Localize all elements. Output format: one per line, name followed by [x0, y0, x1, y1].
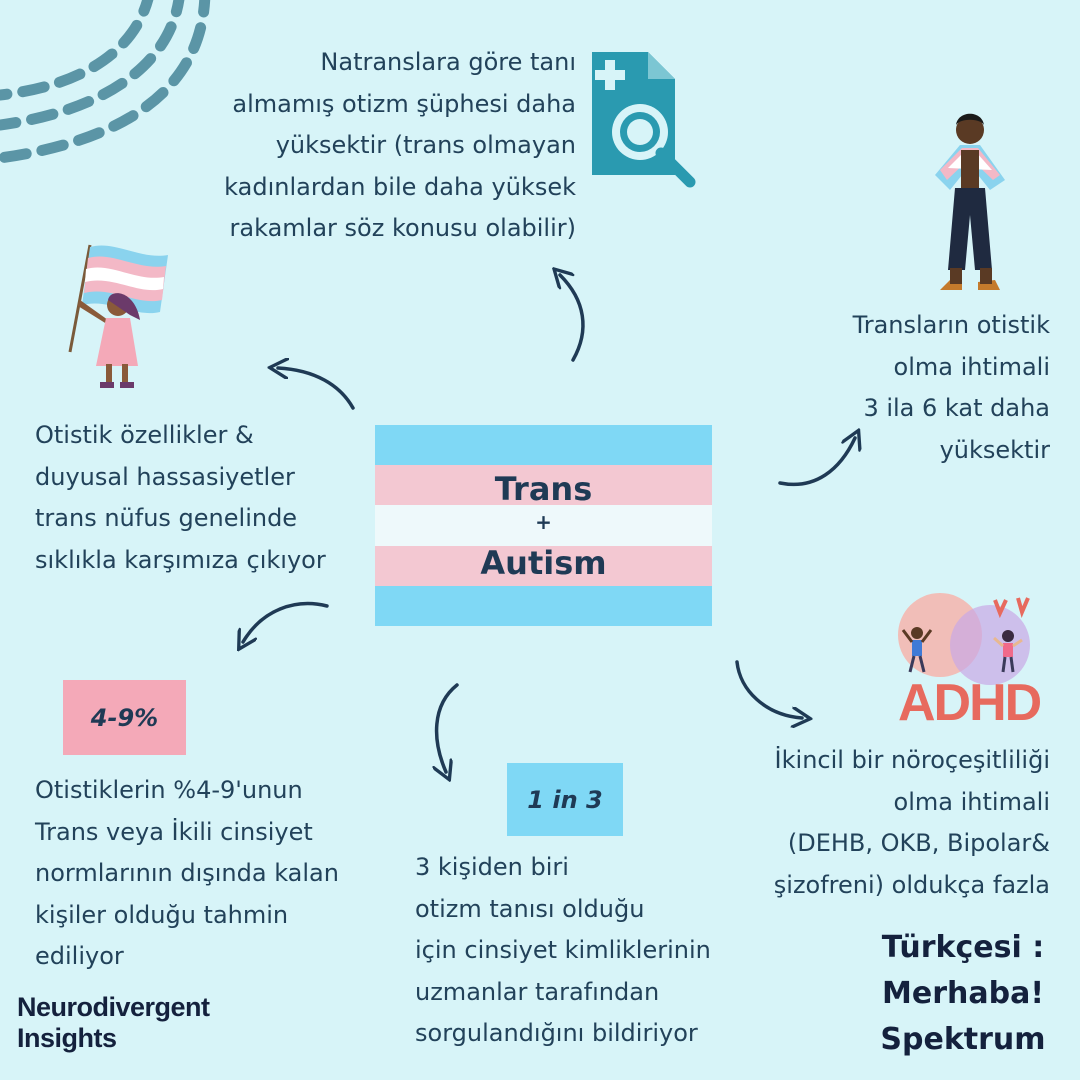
adhd-note-line: şizofreni) oldukça fazla	[773, 870, 1050, 899]
right-note: Transların otistik olma ihtimali 3 ila 6…	[780, 305, 1050, 471]
flag-stripe	[375, 505, 712, 546]
stat-middle-note: 3 kişiden biri otizm tanısı olduğu için …	[415, 847, 745, 1055]
arrow-to-adhd	[735, 660, 802, 718]
top-note-line: rakamlar söz konusu olabilir)	[229, 214, 576, 242]
flag-stripe	[375, 545, 712, 586]
top-note-line: almamış otizm şüphesi daha	[232, 89, 576, 118]
left-note-line: sıklıkla karşımıza çıkıyor	[35, 545, 326, 574]
left-note: Otistik özellikler & duyusal hassasiyetl…	[35, 415, 365, 581]
title-trans: Trans	[494, 470, 593, 508]
adhd-logo: ADHD	[898, 674, 1042, 732]
left-note-line: duyusal hassasiyetler	[35, 462, 295, 491]
top-note: Natranslara göre tanı almamış otizm şüph…	[170, 42, 576, 250]
stat-badge-4-9: 4-9%	[63, 680, 186, 755]
stat-middle-line: için cinsiyet kimliklerinin	[415, 936, 711, 964]
right-note-line: Transların otistik	[852, 311, 1050, 339]
right-note-line: olma ihtimali	[893, 352, 1050, 381]
stat-middle-line: uzmanlar tarafından	[415, 977, 660, 1006]
stat-middle-line: 3 kişiden biri	[415, 853, 569, 881]
adhd-note-line: olma ihtimali	[893, 787, 1050, 816]
brand-logo-text: Neurodivergent Insights	[17, 992, 210, 1054]
flag-stripe	[375, 465, 712, 506]
credit-line: Türkçesi :	[881, 930, 1045, 965]
credit-line: Spektrum	[880, 1022, 1046, 1057]
stat-left-line: normlarının dışında kalan	[35, 859, 339, 887]
arrow-to-left-figure	[278, 368, 355, 410]
stat-left-line: kişiler olduğu tahmin	[35, 900, 289, 929]
dashed-arcs-decoration	[0, 0, 211, 164]
title-autism: Autism	[480, 544, 607, 582]
adhd-note-line: (DEHB, OKB, Bipolar&	[787, 829, 1050, 857]
right-note-line: 3 ila 6 kat daha	[863, 394, 1050, 422]
stat-left-line: ediliyor	[35, 942, 124, 970]
top-note-line: yüksektir (trans olmayan	[275, 131, 576, 159]
credit-line: Merhaba!	[882, 976, 1044, 1011]
right-note-line: yüksektir	[939, 435, 1050, 464]
stat-badge-1-in-3: 1 in 3	[507, 763, 623, 836]
stat-left-note: Otistiklerin %4-9'unun Trans veya İkili …	[35, 770, 380, 978]
stat-middle-line: sorgulandığını bildiriyor	[415, 1019, 698, 1047]
adhd-note: İkincil bir nöroçeşitliliği olma ihtimal…	[730, 740, 1050, 906]
stat-middle-line: otizm tanısı olduğu	[415, 894, 645, 923]
title-plus: +	[535, 510, 552, 534]
brand-line: Insights	[17, 1023, 117, 1053]
stat-left-line: Trans veya İkili cinsiyet	[35, 817, 313, 846]
stat-left-line: Otistiklerin %4-9'unun	[35, 776, 303, 804]
arrow-to-top-note	[560, 275, 585, 362]
adhd-note-line: İkincil bir nöroçeşitliliği	[774, 746, 1050, 774]
translation-credit: Türkçesi : Merhaba! Spektrum	[868, 925, 1058, 1063]
top-note-line: Natranslara göre tanı	[320, 48, 576, 76]
left-note-line: trans nüfus genelinde	[35, 504, 298, 532]
top-note-line: kadınlardan bile daha yüksek	[224, 172, 576, 201]
flag-stripe	[375, 425, 712, 466]
left-note-line: Otistik özellikler &	[35, 421, 254, 449]
arrow-to-stat-left	[243, 601, 329, 642]
arrow-to-stat-middle	[437, 683, 459, 772]
trans-flag-title-card: Trans + Autism	[375, 425, 712, 626]
brand-line: Neurodivergent	[17, 992, 210, 1022]
flag-stripe	[375, 585, 712, 626]
arrow-to-right-note	[778, 438, 855, 487]
